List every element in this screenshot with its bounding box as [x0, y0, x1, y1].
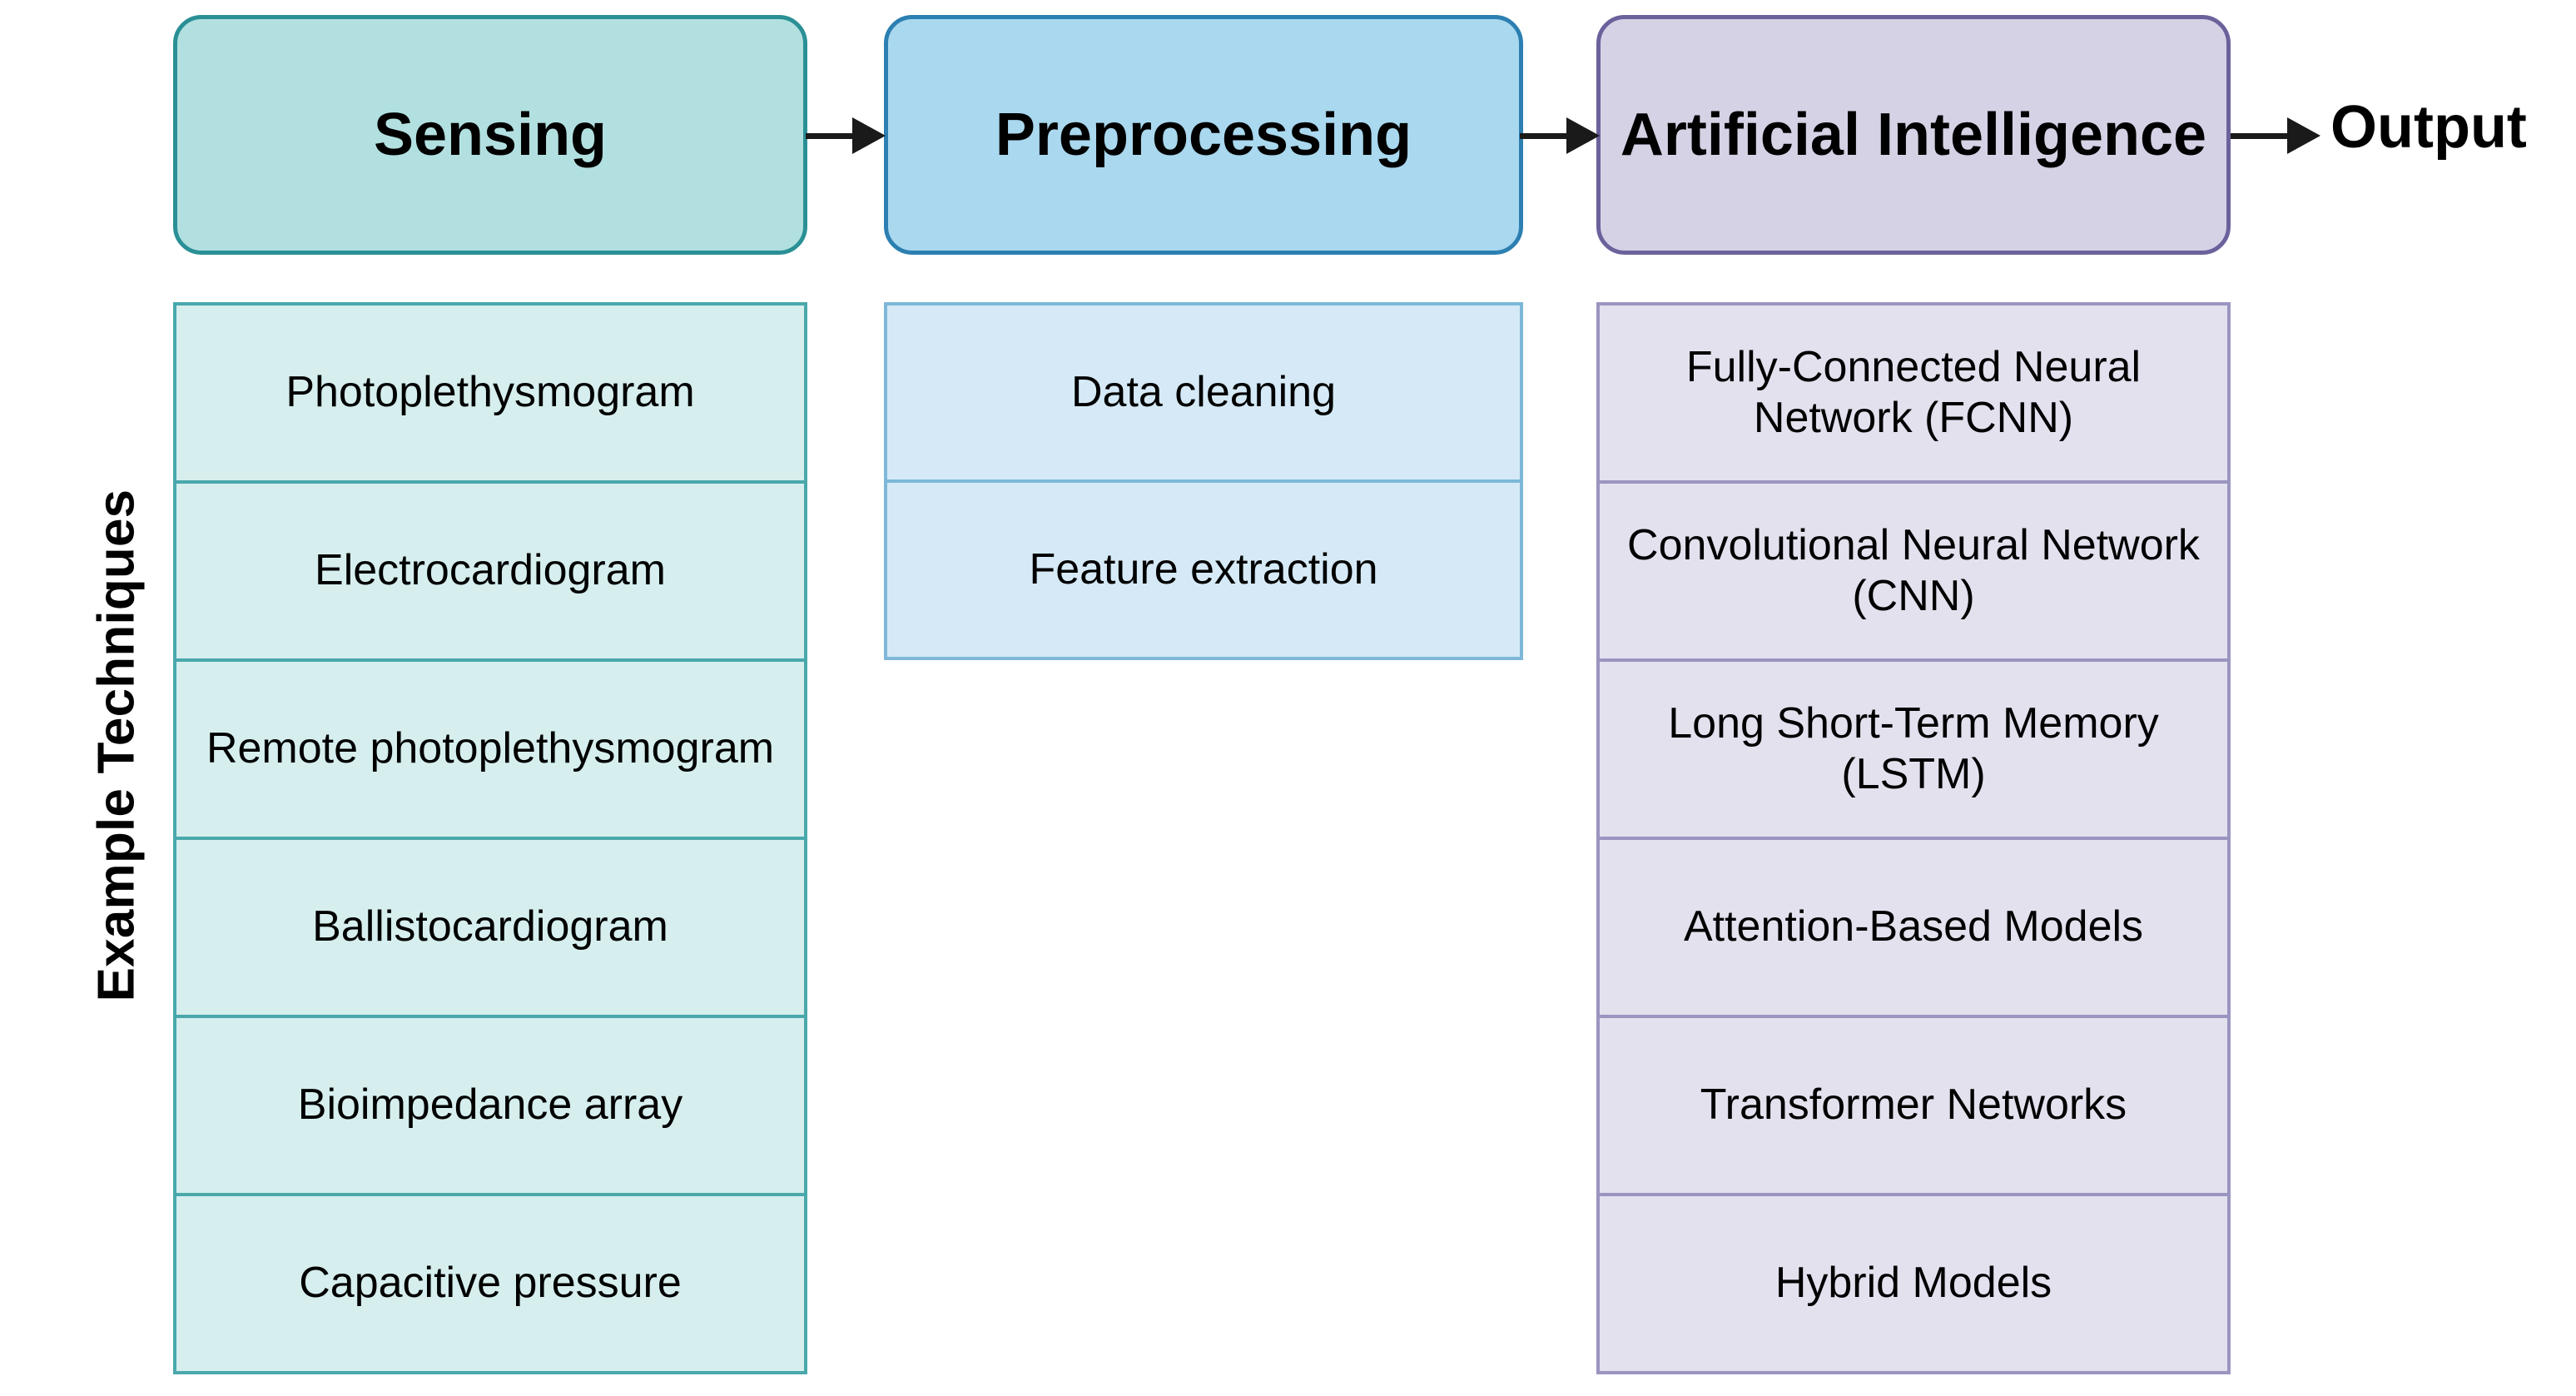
- stage-box-sensing[interactable]: Sensing: [173, 15, 807, 255]
- technique-cell[interactable]: Bioimpedance array: [176, 1015, 804, 1193]
- technique-cell[interactable]: Ballistocardiogram: [176, 837, 804, 1015]
- technique-cell[interactable]: Long Short-Term Memory (LSTM): [1600, 658, 2227, 837]
- technique-cell[interactable]: Fully-Connected Neural Network (FCNN): [1685, 342, 2142, 442]
- arrow-icon-preprocessing-to-ai: [1520, 117, 1600, 154]
- arrow-head: [1566, 117, 1600, 154]
- technique-cell[interactable]: Capacitive pressure: [176, 1193, 804, 1371]
- technique-cell[interactable]: Feature extraction: [887, 479, 1520, 657]
- technique-table-artificial-intelligence: Fully-Connected Neural Network (FCNN) Co…: [1596, 302, 2231, 1374]
- arrow-shaft: [2231, 133, 2291, 139]
- technique-table-preprocessing: Data cleaning Feature extraction: [884, 302, 1523, 660]
- arrow-shaft: [806, 133, 856, 139]
- example-techniques-axis-label: Example Techniques: [87, 489, 146, 1002]
- arrow-head: [2287, 117, 2320, 154]
- arrow-icon-sensing-to-preprocessing: [806, 117, 886, 154]
- arrow-shaft: [1520, 133, 1570, 139]
- technique-cell[interactable]: Attention-Based Models: [1600, 837, 2227, 1015]
- output-label: Output: [2330, 94, 2527, 161]
- stage-box-preprocessing[interactable]: Preprocessing: [884, 15, 1523, 255]
- arrow-icon-ai-to-output: [2231, 117, 2320, 154]
- technique-cell[interactable]: Convolutional Neural Network (CNN): [1600, 480, 2227, 658]
- technique-cell[interactable]: Electrocardiogram: [176, 480, 804, 658]
- technique-table-sensing: Photoplethysmogram Electrocardiogram Rem…: [173, 302, 807, 1374]
- technique-cell[interactable]: Data cleaning: [1071, 367, 1336, 416]
- stage-box-artificial-intelligence[interactable]: Artificial Intelligence: [1596, 15, 2231, 255]
- technique-cell[interactable]: Hybrid Models: [1600, 1193, 2227, 1371]
- technique-cell[interactable]: Photoplethysmogram: [285, 368, 695, 417]
- technique-cell[interactable]: Transformer Networks: [1600, 1015, 2227, 1193]
- technique-cell[interactable]: Remote photoplethysmogram: [176, 658, 804, 837]
- arrow-head: [852, 117, 886, 154]
